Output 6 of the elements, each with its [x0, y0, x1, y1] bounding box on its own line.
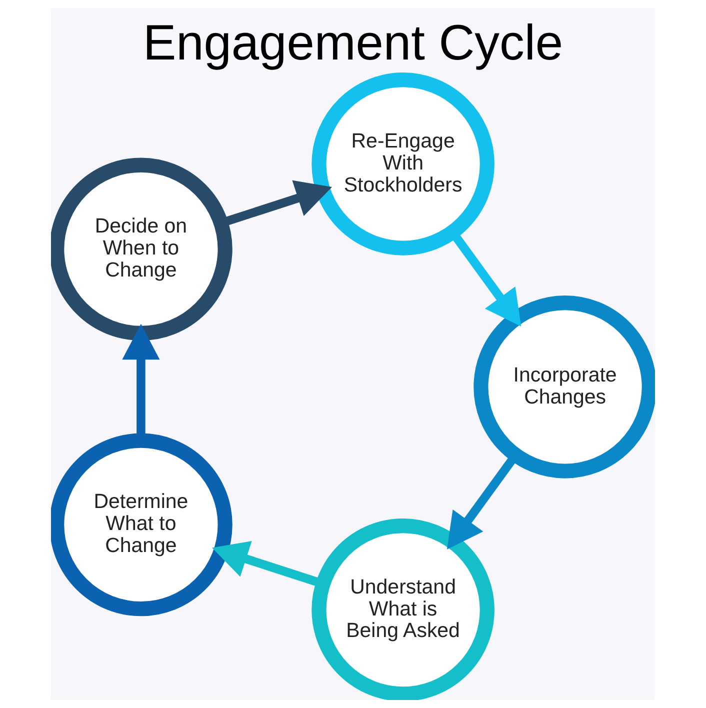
diagram-title: Engagement Cycle	[142, 14, 564, 71]
node-circle: Determine What to Change	[51, 433, 232, 616]
node-circle: Understand What is Being Asked	[312, 518, 494, 700]
node-circle: Incorporate Changes	[474, 296, 655, 478]
node-circle: Re-Engage With Stockholders	[312, 72, 494, 256]
node-circle: Decide on When to Change	[51, 158, 232, 341]
